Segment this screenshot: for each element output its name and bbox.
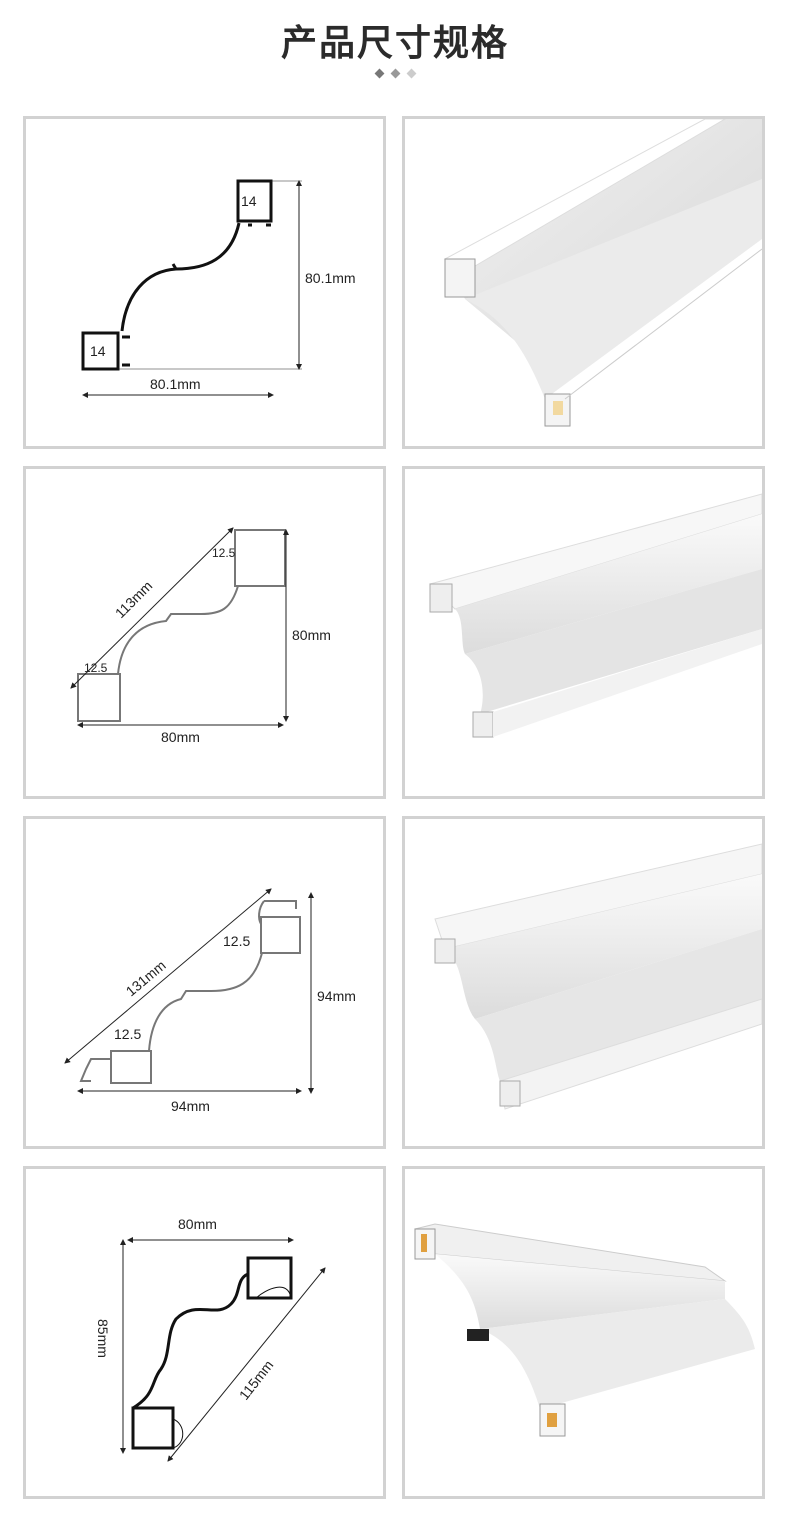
- top-slot-label: 12.5: [223, 933, 250, 949]
- height-label: 85mm: [95, 1319, 111, 1358]
- product-render-2: [402, 466, 765, 799]
- product-render-1: [402, 116, 765, 449]
- page-title: 产品尺寸规格: [280, 23, 509, 64]
- width-label: 80mm: [178, 1216, 217, 1232]
- diamond-icon: [374, 68, 384, 79]
- width-label: 80.1mm: [150, 376, 201, 392]
- height-label: 94mm: [317, 988, 356, 1004]
- top-slot-label: 12.5: [212, 546, 236, 560]
- diagonal-label: 113mm: [112, 578, 156, 622]
- diagonal-label: 115mm: [236, 1357, 277, 1403]
- width-label: 94mm: [171, 1098, 210, 1114]
- product-render-3: [402, 816, 765, 1149]
- title-decoration: [0, 68, 790, 79]
- bottom-slot-label: 12.5: [84, 661, 108, 675]
- profile-diagram-4: 80mm 85mm 115mm: [23, 1166, 386, 1499]
- profile-diagram-2: 80mm 80mm 113mm 12.5 12.5: [23, 466, 386, 799]
- width-label: 80mm: [161, 729, 200, 745]
- bottom-slot-label: 12.5: [114, 1026, 141, 1042]
- product-render-4: [402, 1166, 765, 1499]
- diagonal-label: 131mm: [123, 957, 169, 999]
- profile-diagram-1: 80.1mm 80.1mm 14 14: [23, 116, 386, 449]
- height-label: 80.1mm: [305, 270, 356, 286]
- bottom-slot-label: 14: [90, 343, 106, 359]
- top-slot-label: 14: [241, 193, 257, 209]
- diamond-icon: [390, 68, 400, 79]
- height-label: 80mm: [292, 627, 331, 643]
- profile-diagram-3: 94mm 94mm 131mm 12.5 12.5: [23, 816, 386, 1149]
- diamond-icon: [406, 68, 416, 79]
